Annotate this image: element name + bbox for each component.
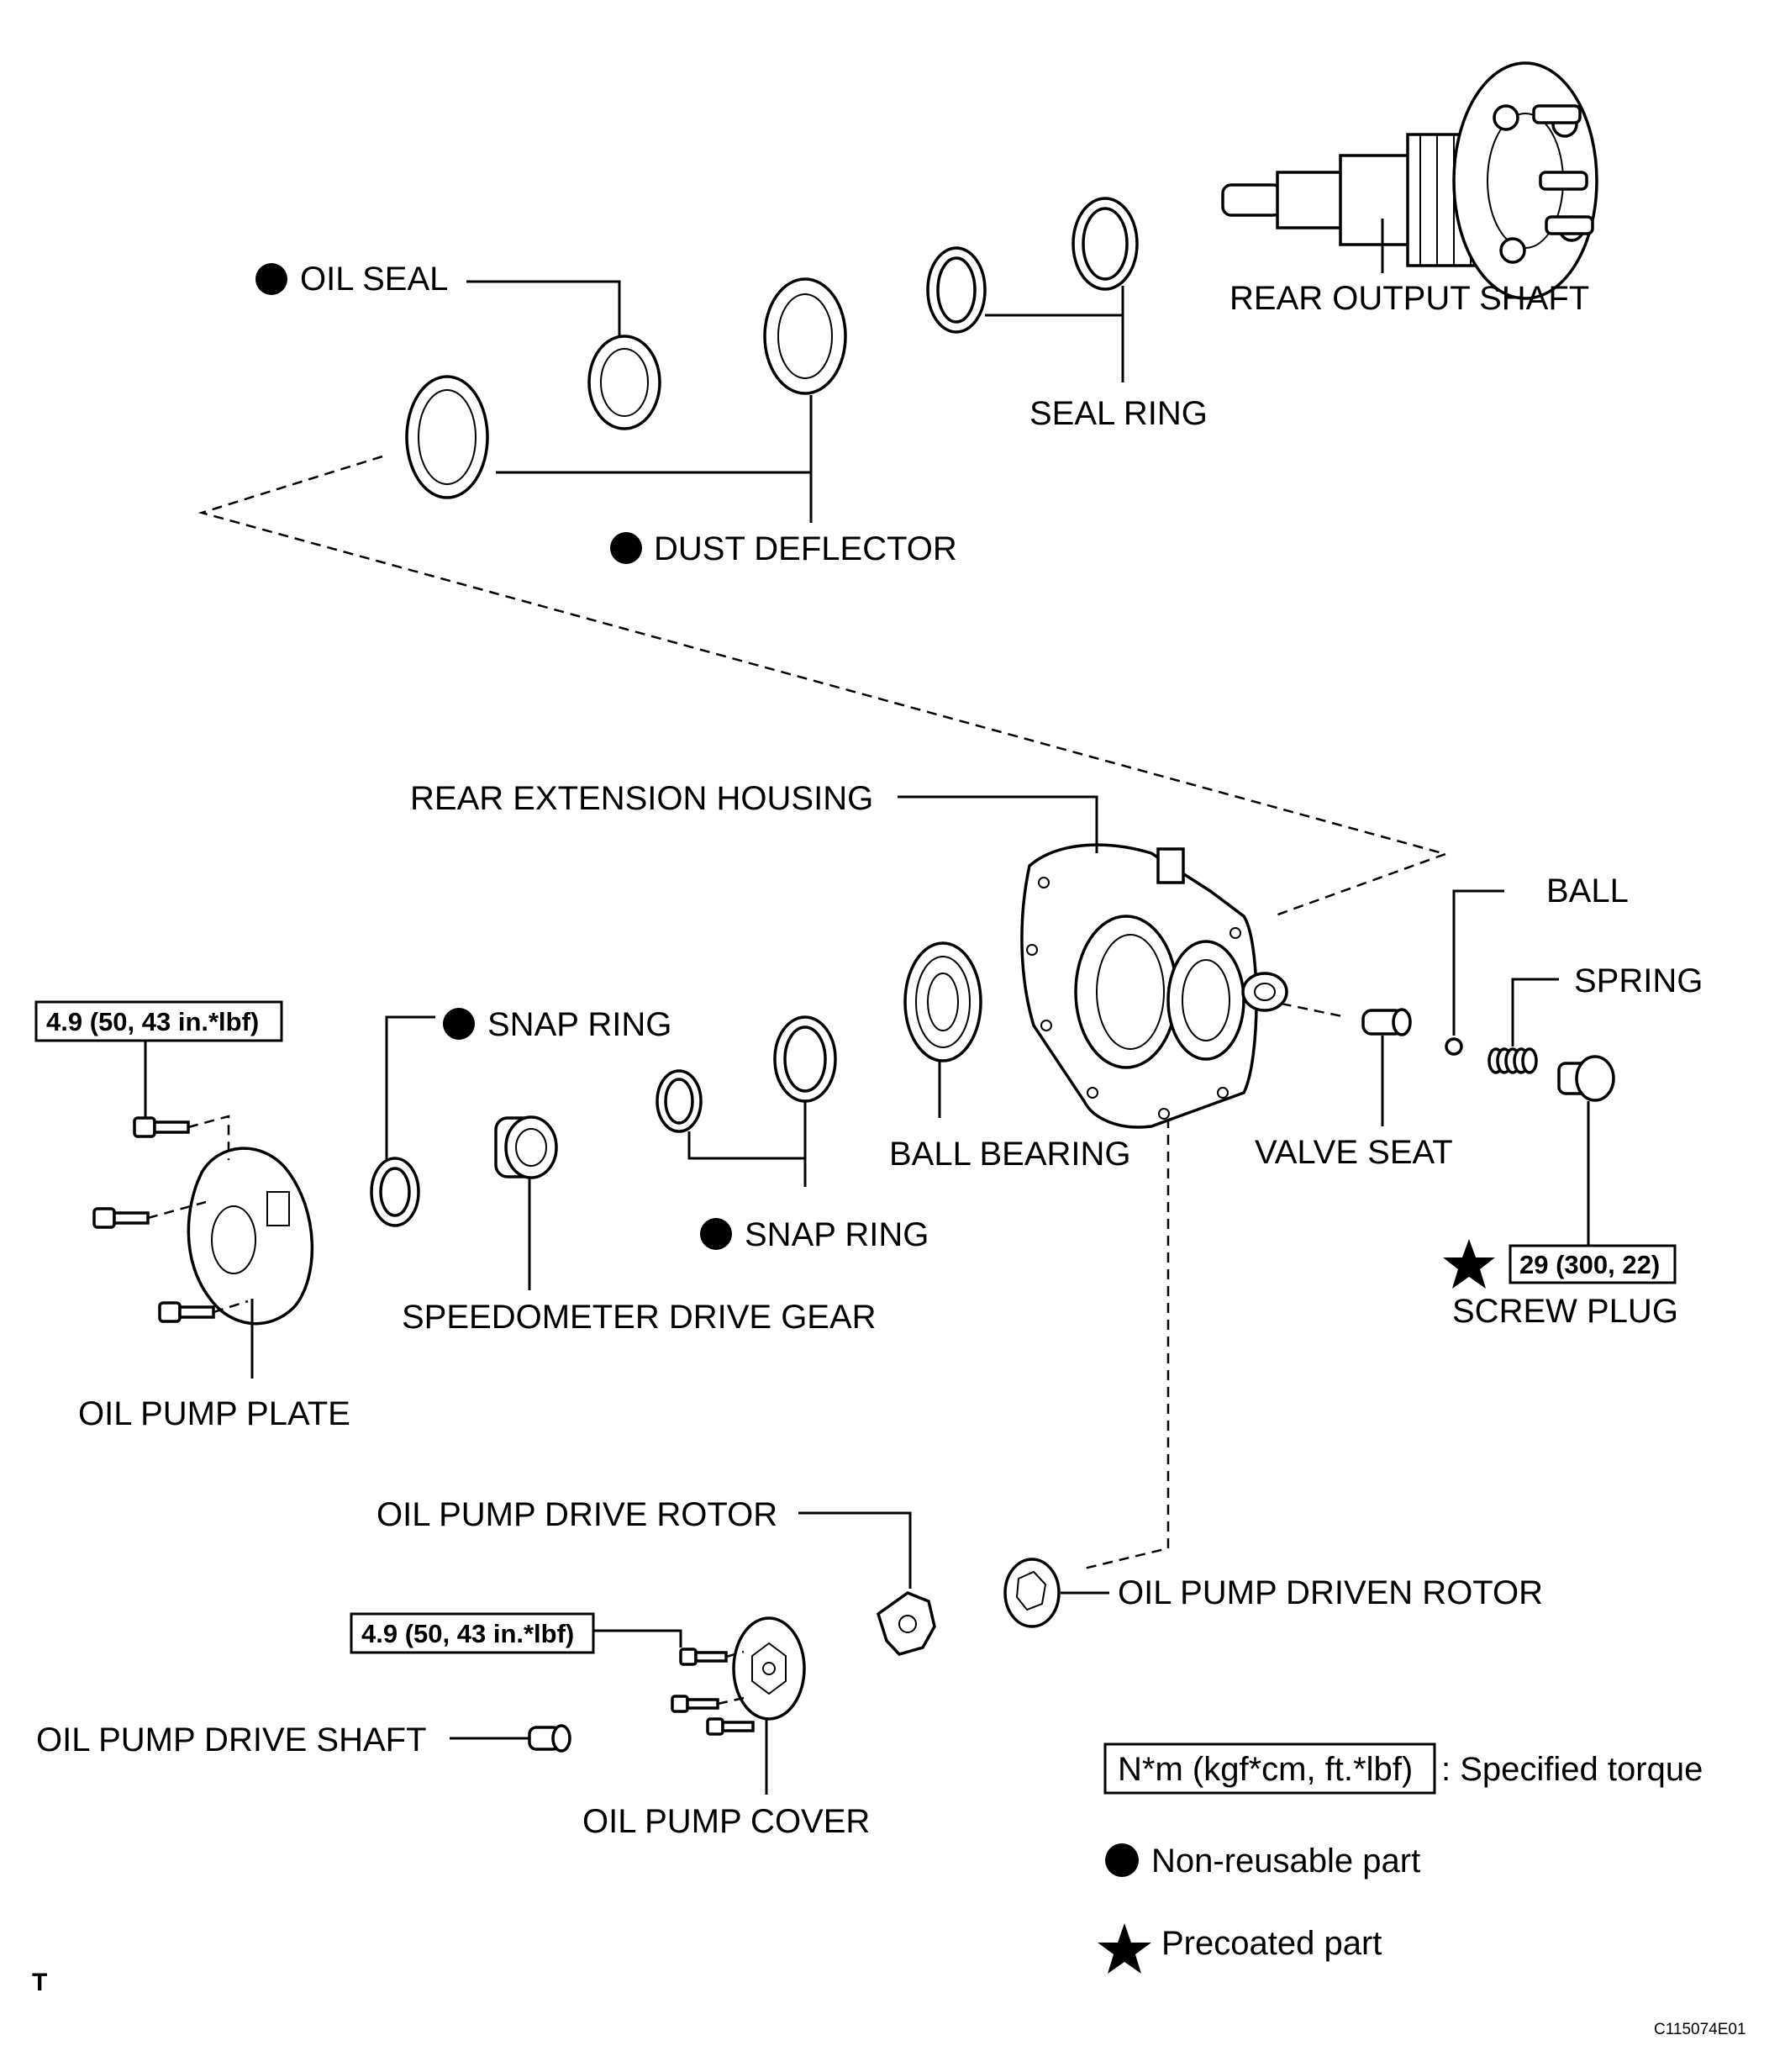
label-dust-deflector: DUST DEFLECTOR [654, 530, 957, 567]
label-ball: BALL [1546, 873, 1629, 909]
leader-snap-ring-upper [385, 1015, 435, 1160]
leader-ball [1452, 889, 1504, 1036]
bolt-cover-upper [679, 1648, 728, 1666]
oil-seal-part [587, 335, 661, 430]
snap-ring-single-part [370, 1157, 420, 1227]
oil-pump-drive-rotor-part [876, 1591, 936, 1656]
torque-screw-plug: 29 (300, 22) [1519, 1250, 1660, 1279]
legend-non-reusable-mark [1105, 1843, 1139, 1877]
seal-ring-parts [926, 197, 1139, 334]
label-rear-output-shaft: REAR OUTPUT SHAFT [1229, 280, 1589, 317]
valve-seat-part [1361, 1008, 1412, 1036]
label-rear-extension-housing: REAR EXTENSION HOUSING [410, 780, 873, 817]
label-snap-ring-lower: SNAP RING [745, 1216, 929, 1253]
label-spring: SPRING [1574, 962, 1703, 999]
label-seal-ring: SEAL RING [1029, 395, 1208, 432]
speedometer-drive-gear-part [494, 1115, 558, 1179]
bolt-plate-upper [133, 1116, 190, 1138]
leader-spring [1511, 978, 1559, 1047]
dust-deflector-parts [405, 277, 847, 499]
leader-dust-deflector [496, 395, 813, 523]
figure-code: C115074E01 [1654, 2021, 1746, 2038]
snap-ring-pair-parts [656, 1015, 837, 1133]
ball-part [1445, 1037, 1463, 1056]
oil-pump-drive-shaft-part [528, 1724, 571, 1753]
torque-oil-pump-plate: 4.9 (50, 43 in.*lbf) [46, 1007, 259, 1036]
legend-precoated-star [1098, 1923, 1151, 1974]
non-reusable-mark-snap-ring-lower [700, 1218, 732, 1250]
spring-part [1488, 1047, 1538, 1074]
legend-torque-text: : Specified torque [1441, 1751, 1703, 1788]
rear-extension-housing-part [1020, 843, 1288, 1129]
label-oil-pump-cover: OIL PUMP COVER [582, 1803, 870, 1840]
screw-plug-part [1557, 1055, 1615, 1102]
leader-rear-extension-housing [898, 795, 1098, 853]
bolt-cover-lower [706, 1717, 755, 1736]
label-screw-plug: SCREW PLUG [1452, 1293, 1678, 1330]
label-oil-seal: OIL SEAL [300, 261, 448, 298]
legend-torque-box [1103, 1742, 1436, 1795]
rear-output-shaft-part [1221, 61, 1598, 300]
non-reusable-mark-dust-deflector [610, 532, 642, 564]
legend-non-reusable-text: Non-reusable part [1151, 1843, 1420, 1880]
legend: N*m (kgf*cm, ft.*lbf) : Specified torque… [1098, 1742, 1703, 1974]
torque-box-screw-plug [1509, 1244, 1677, 1284]
leader-seal-ring [985, 286, 1124, 382]
legend-precoated-text: Precoated part [1161, 1925, 1382, 1962]
corner-mark: T [32, 1969, 47, 1996]
oil-pump-cover-part [671, 1616, 806, 1736]
label-valve-seat: VALVE SEAT [1255, 1134, 1453, 1171]
torque-box-oil-pump-plate [34, 1000, 283, 1042]
oil-pump-driven-rotor-part [1003, 1558, 1061, 1628]
torque-oil-pump-cover: 4.9 (50, 43 in.*lbf) [361, 1619, 574, 1648]
label-oil-pump-plate: OIL PUMP PLATE [78, 1395, 350, 1432]
torque-box-oil-pump-cover [350, 1612, 595, 1654]
leader-torque-oil-pump-cover [593, 1629, 682, 1648]
bolt-plate-middle [92, 1207, 150, 1229]
non-reusable-mark-oil-seal [255, 263, 287, 295]
label-oil-pump-driven-rotor: OIL PUMP DRIVEN ROTOR [1118, 1574, 1543, 1611]
label-ball-bearing: BALL BEARING [889, 1136, 1131, 1173]
leader-snap-ring-lower [687, 1101, 807, 1187]
label-snap-ring-upper: SNAP RING [487, 1006, 671, 1043]
label-oil-pump-drive-shaft: OIL PUMP DRIVE SHAFT [36, 1721, 427, 1758]
housing-dashed-outline [197, 455, 1450, 1570]
bolt-plate-lower [158, 1301, 215, 1323]
oil-pump-plate-part [92, 1115, 314, 1326]
ball-bearing-part [903, 941, 982, 1062]
label-speedometer-drive-gear: SPEEDOMETER DRIVE GEAR [402, 1299, 877, 1336]
precoated-star-screw-plug [1443, 1239, 1495, 1289]
bolt-cover-middle [671, 1695, 719, 1713]
leader-oil-pump-drive-rotor [798, 1511, 912, 1589]
non-reusable-mark-snap-ring-upper [443, 1008, 475, 1040]
legend-torque-units: N*m (kgf*cm, ft.*lbf) [1118, 1751, 1413, 1788]
label-oil-pump-drive-rotor: OIL PUMP DRIVE ROTOR [376, 1496, 777, 1533]
leader-oil-seal [466, 280, 621, 336]
